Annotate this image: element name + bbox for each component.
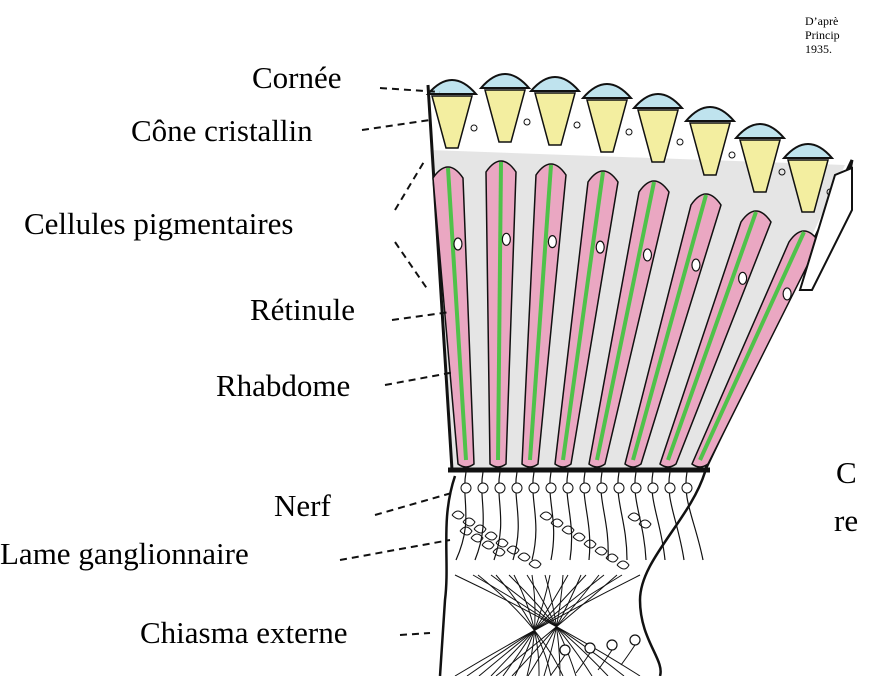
pigment-nucleus <box>574 122 580 128</box>
crystalline-cone <box>432 96 472 148</box>
leader-chiasma <box>400 633 430 635</box>
cornea-facet <box>531 77 579 91</box>
cornea-facet <box>686 107 734 121</box>
leader-cone <box>362 120 430 130</box>
leader-nerf <box>375 492 455 515</box>
pigment-nucleus <box>677 139 683 145</box>
nucleus <box>596 241 604 253</box>
label-cellules-pigmentaires: Cellules pigmentaires <box>24 208 293 239</box>
source-note: D’aprè Princip 1935. <box>805 14 857 56</box>
nucleus <box>739 272 747 284</box>
ganglion-knot <box>628 513 640 521</box>
nucleus <box>692 259 700 271</box>
source-note-line1: D’aprè <box>805 14 857 28</box>
label-rhabdome: Rhabdome <box>216 370 350 401</box>
nerve-cell-body <box>597 483 607 493</box>
lamina-outline-right <box>640 472 705 676</box>
chiasma-fibre <box>515 575 550 676</box>
nerve-cell-body <box>529 483 539 493</box>
cornea-facet <box>428 80 476 94</box>
label-nerf: Nerf <box>274 490 331 521</box>
leader-pigment-upper <box>395 160 425 210</box>
ganglion-knot <box>529 560 541 568</box>
ganglion-knot <box>460 527 472 535</box>
cornea-facet <box>634 94 682 108</box>
cropped-text-line1: C <box>836 457 864 488</box>
cropped-text-line2: re <box>834 505 862 536</box>
small-neuron <box>630 635 640 645</box>
pigment-nucleus <box>729 152 735 158</box>
ganglion-knot <box>482 541 494 549</box>
nerve-cell-body <box>614 483 624 493</box>
leader-lame <box>340 540 450 560</box>
ganglion-knot <box>573 533 585 541</box>
chiasma-fibre <box>467 575 622 676</box>
label-cornee: Cornée <box>252 62 342 93</box>
crystalline-cone <box>535 93 575 145</box>
ganglion-knot <box>518 553 530 561</box>
small-neuron-axon <box>598 650 612 670</box>
nucleus <box>454 238 462 250</box>
ganglion-knot <box>595 547 607 555</box>
nucleus <box>502 233 510 245</box>
nerve-cell-body <box>495 483 505 493</box>
ganglion-knot <box>485 532 497 540</box>
cornea-facet <box>481 74 529 88</box>
label-retinule: Rétinule <box>250 294 355 325</box>
leader-pigment-lower <box>395 242 428 290</box>
nerve-cell-body <box>580 483 590 493</box>
small-neuron <box>607 640 617 650</box>
nucleus <box>548 236 556 248</box>
source-note-line2: Princip <box>805 28 857 42</box>
ommatidia-group <box>428 74 852 470</box>
cornea-facet <box>583 84 631 98</box>
ganglion-knot <box>540 512 552 520</box>
leader-rhabdome <box>385 372 455 385</box>
nerve-cell-body <box>512 483 522 493</box>
label-chiasma-externe: Chiasma externe <box>140 617 347 648</box>
pigment-nucleus <box>626 129 632 135</box>
lamina-outline-left <box>440 476 455 676</box>
ganglion-knot <box>474 525 486 533</box>
nerve-cell-body <box>665 483 675 493</box>
source-note-line3: 1935. <box>805 42 857 56</box>
nerve-cell-body <box>563 483 573 493</box>
nerve-cell-body <box>631 483 641 493</box>
crystalline-cone <box>638 110 678 162</box>
nerve-cell-body <box>682 483 692 493</box>
ganglion-knot <box>617 561 629 569</box>
small-neuron-axon <box>621 645 635 665</box>
crystalline-cone <box>485 90 525 142</box>
label-cone-cristallin: Cône cristallin <box>131 115 313 146</box>
cornea-facet <box>736 124 784 138</box>
nerve-cell-body <box>648 483 658 493</box>
ganglion-knot <box>507 546 519 554</box>
ganglion-knot <box>452 511 464 519</box>
chiasma-fibre <box>478 575 563 676</box>
nerve-cell-body <box>546 483 556 493</box>
nucleus <box>643 249 651 261</box>
nerve-cell-body <box>461 483 471 493</box>
label-lame-ganglionnaire: Lame ganglionnaire <box>0 538 249 569</box>
crystalline-cone <box>587 100 627 152</box>
pigment-nucleus <box>524 119 530 125</box>
nucleus <box>783 288 791 300</box>
ganglion-knot <box>493 548 505 556</box>
neural-layers <box>440 472 705 676</box>
pigment-nucleus <box>471 125 477 131</box>
cornea-facet <box>784 144 832 158</box>
ganglion-knot <box>562 526 574 534</box>
small-neuron <box>560 645 570 655</box>
small-neuron <box>585 643 595 653</box>
nerve-cell-body <box>478 483 488 493</box>
ganglion-knot <box>463 518 475 526</box>
